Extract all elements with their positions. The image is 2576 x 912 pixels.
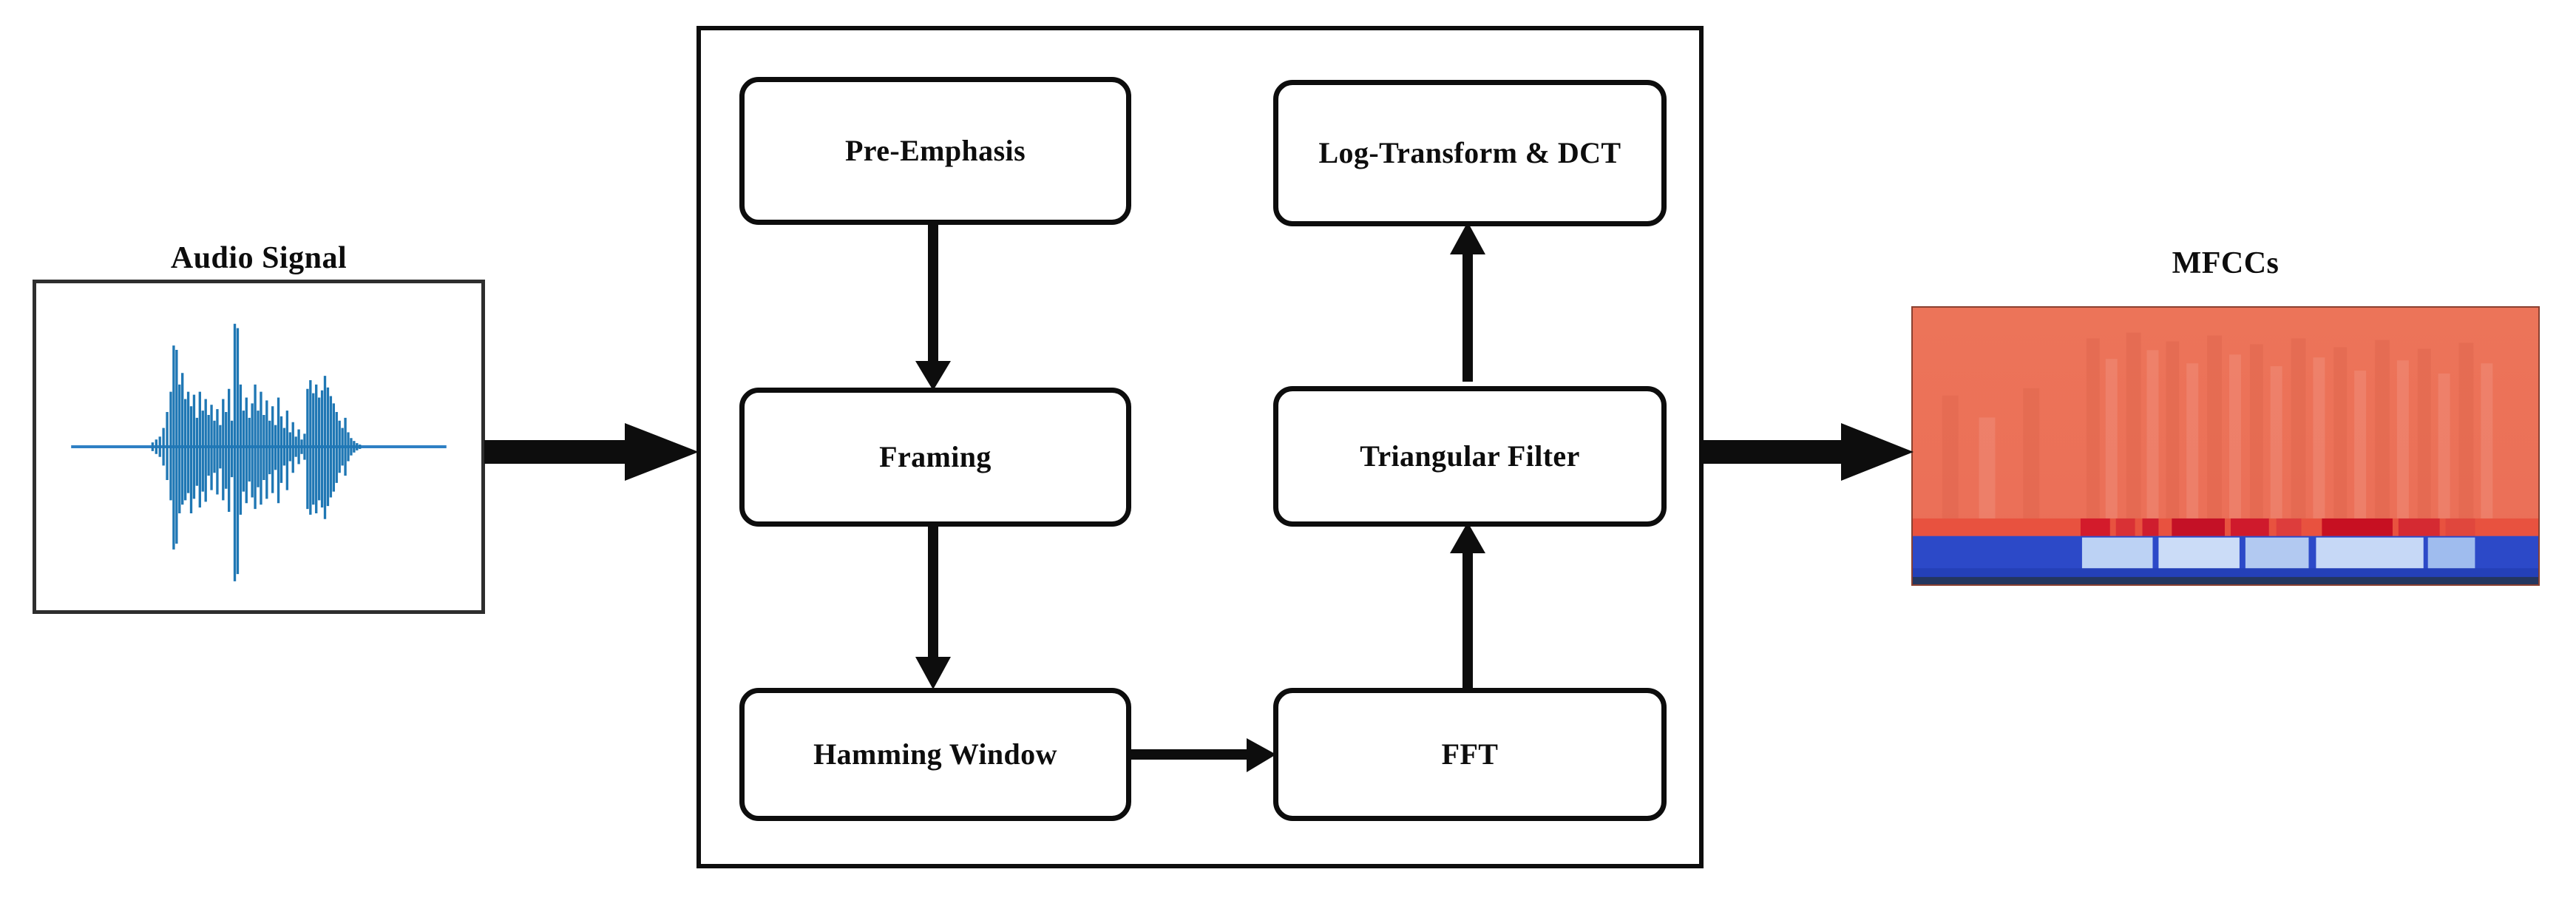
stage-hamming-window[interactable]: Hamming Window [739, 688, 1131, 821]
mfccs-heatmap [1913, 308, 2538, 584]
heatmap-texture [1942, 332, 2493, 521]
audio-signal-panel [33, 280, 485, 614]
stage-triangular-filter-label: Triangular Filter [1360, 439, 1580, 473]
waveform-spikes [151, 323, 362, 581]
arrow-audio-to-pipeline [484, 423, 699, 481]
mfccs-heatmap-panel [1911, 306, 2540, 586]
audio-signal-caption: Audio Signal [170, 241, 348, 275]
heatmap-cool-band [1913, 536, 2538, 584]
mfccs-caption: MFCCs [2172, 246, 2280, 280]
arrow-pipeline-to-mfccs [1701, 423, 1914, 481]
stage-pre-emphasis-label: Pre-Emphasis [844, 133, 1026, 167]
stage-triangular-filter[interactable]: Triangular Filter [1273, 386, 1667, 527]
stage-framing[interactable]: Framing [739, 388, 1131, 527]
stage-fft[interactable]: FFT [1273, 688, 1667, 821]
stage-pre-emphasis[interactable]: Pre-Emphasis [739, 77, 1131, 225]
audio-waveform-plot [71, 323, 447, 581]
heatmap-hot-band [1913, 518, 2538, 536]
stage-hamming-window-label: Hamming Window [813, 737, 1057, 771]
stage-log-transform-dct[interactable]: Log-Transform & DCT [1273, 80, 1667, 226]
stage-fft-label: FFT [1441, 737, 1499, 771]
stage-log-transform-dct-label: Log-Transform & DCT [1318, 135, 1621, 169]
stage-framing-label: Framing [879, 439, 992, 473]
